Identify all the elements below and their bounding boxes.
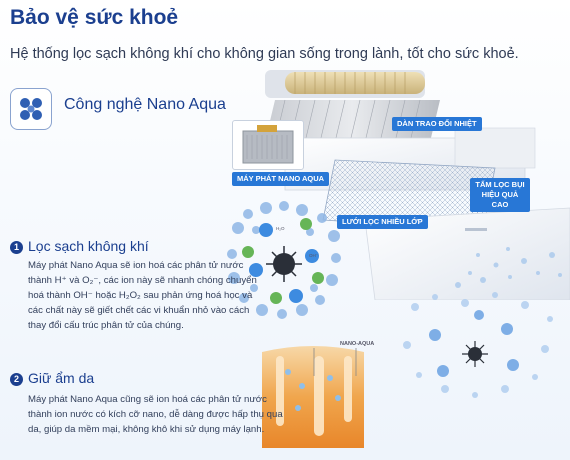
section-2-line: Máy phát Nano Aqua cũng sẽ ion hoá các p…: [28, 394, 267, 405]
molecule-label-h2o: H₂O: [276, 226, 285, 231]
molecule-cluster-right: [403, 292, 553, 398]
section-2-number: 2: [10, 373, 23, 386]
section-1-line: các chất này sẽ giết chết các vi khuẩn n…: [28, 305, 250, 316]
label-nano-generator: MÁY PHÁT NANO AQUA: [232, 172, 330, 186]
section-1-line: Máy phát Nano Aqua sẽ ion hoá các phân t…: [28, 260, 244, 271]
skin-illustration: [262, 346, 364, 448]
section-1-number: 1: [10, 241, 23, 254]
nano-generator-image: [232, 120, 304, 170]
section-1-title: Lọc sạch không khí: [28, 238, 149, 254]
section-2-title: Giữ ẩm da: [28, 370, 95, 386]
air-conditioner-diagram: [265, 70, 570, 300]
section-1-line: thành H⁺ và O₂⁻, các ion này sẽ nhanh ch…: [28, 275, 257, 286]
section-1-line: thay đổi cấu trúc phân tử của chúng.: [28, 320, 184, 331]
section-1-line: hoá thành OH⁻ hoặc H₂O₂ sau phản ứng hoá…: [28, 290, 253, 301]
molecule-label-oh: OH⁻: [309, 253, 319, 258]
mist-particles: [455, 247, 562, 288]
label-nano-aqua-small: NANO-AQUA: [340, 341, 375, 347]
page-title: Bảo vệ sức khoẻ: [10, 6, 179, 29]
section-2-line: da, giúp da mềm mại, không khô khi sử dụ…: [28, 424, 265, 435]
section-2-body: Máy phát Nano Aqua cũng sẽ ion hoá các p…: [28, 392, 290, 437]
label-heat-exchanger: DÀN TRAO ĐỔI NHIỆT: [392, 117, 482, 131]
label-dust-filter: TẤM LỌC BỤI HIỆU QUẢ CAO: [470, 178, 530, 212]
label-multi-filter: LƯỚI LỌC NHIỀU LỚP: [337, 215, 428, 229]
molecule-icon: [10, 88, 52, 130]
section-2-line: thành ion nước có kích cỡ nano, dễ dàng …: [28, 409, 283, 420]
molecule-cluster: [227, 201, 341, 319]
section-1-body: Máy phát Nano Aqua sẽ ion hoá các phân t…: [28, 258, 276, 333]
nano-particle-scale: [313, 348, 357, 376]
page-subtitle: Hệ thống lọc sạch không khí cho không gi…: [10, 46, 519, 62]
technology-title: Công nghệ Nano Aqua: [64, 96, 226, 113]
